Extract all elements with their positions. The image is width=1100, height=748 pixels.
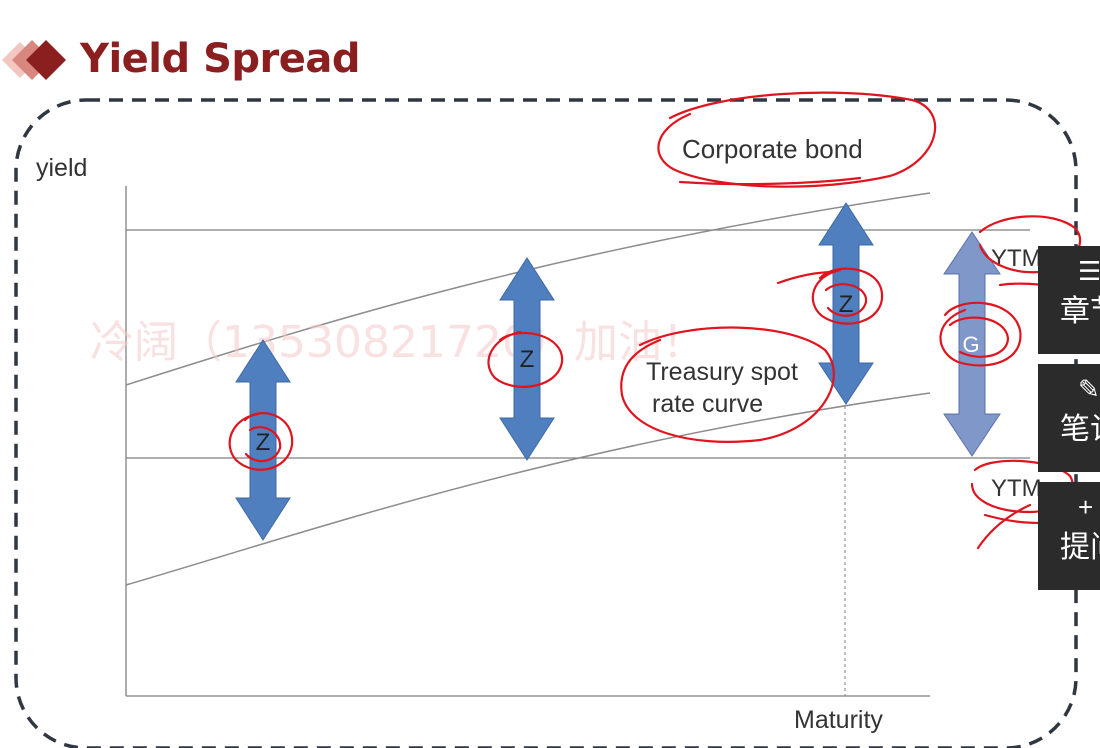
dashed-frame [14, 98, 1078, 748]
g-spread-arrow [943, 231, 1001, 457]
side-panel-chapter[interactable]: ☰ 章节 [1038, 246, 1100, 354]
circle-z-1 [228, 412, 294, 471]
y-axis-label: yield [36, 154, 87, 182]
red-annotations [228, 91, 1082, 550]
z-label-3: Z [839, 291, 854, 318]
page-title: Yield Spread [80, 36, 361, 82]
list-icon: ☰ [1078, 256, 1100, 286]
side-panel-chapter-label: 章节 [1060, 294, 1100, 329]
ytm-label-top: YTM [991, 245, 1042, 272]
side-panel-notes-label: 笔记 [1060, 412, 1100, 447]
underline-corporate-bond [678, 176, 862, 186]
corporate-bond-label: Corporate bond [682, 134, 863, 164]
circle-g-inner [948, 316, 1010, 358]
circle-z-2 [487, 330, 564, 388]
side-panel-question-label: 提问 [1060, 530, 1100, 565]
circle-z-3-inner [824, 283, 868, 317]
z-label-1: Z [256, 429, 271, 456]
treasury-label-line2: rate curve [652, 390, 763, 418]
ytm-label-bottom: YTM [991, 475, 1042, 502]
circle-treasury [620, 326, 835, 443]
circle-z-3 [811, 267, 884, 325]
diamond-icon [2, 40, 66, 80]
diamond-dark [26, 40, 66, 80]
x-axis-label: Maturity [794, 706, 883, 734]
underline-ytm-bottom-2 [976, 503, 1032, 550]
pencil-icon: ✎ [1078, 374, 1100, 404]
circle-corporate-bond [657, 91, 937, 188]
circle-z-1-inner [244, 426, 282, 463]
side-panel-question[interactable]: + 提问 [1038, 482, 1100, 590]
z-spread-arrow-1 [235, 339, 291, 541]
z-label-2: Z [520, 346, 535, 373]
question-add-icon: + [1078, 492, 1094, 522]
stroke-z-3-tail [776, 270, 837, 285]
circle-g [939, 301, 1022, 367]
g-label: G [962, 332, 979, 357]
corporate-bond-curve [125, 192, 931, 386]
z-spread-arrow-3 [818, 202, 874, 405]
watermark: 冷阔（13530821720）加油！ [90, 317, 706, 368]
treasury-spot-curve [125, 392, 931, 586]
z-spread-arrow-2 [499, 257, 555, 461]
treasury-label-line1: Treasury spot [646, 358, 798, 386]
side-panel-notes[interactable]: ✎ 笔记 [1038, 364, 1100, 472]
